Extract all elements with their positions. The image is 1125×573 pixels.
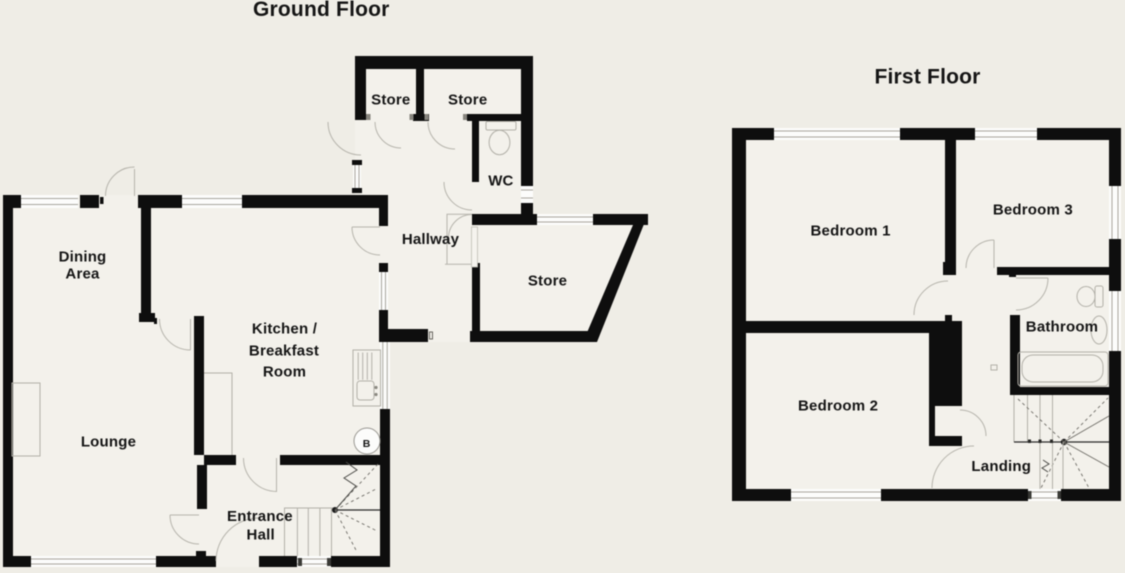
svg-text:Store: Store [371, 92, 410, 109]
svg-text:First Floor: First Floor [875, 66, 981, 89]
svg-text:Entrance: Entrance [227, 508, 293, 525]
svg-text:Store: Store [448, 92, 487, 109]
svg-text:Breakfast: Breakfast [249, 343, 319, 360]
svg-text:Bedroom 3: Bedroom 3 [993, 202, 1073, 219]
svg-text:Dining: Dining [59, 249, 107, 266]
svg-text:Store: Store [528, 273, 567, 290]
svg-text:Bedroom 1: Bedroom 1 [811, 223, 891, 240]
svg-text:B: B [363, 438, 371, 450]
svg-text:Bathroom: Bathroom [1026, 319, 1098, 336]
svg-text:Area: Area [65, 266, 100, 283]
svg-text:Hallway: Hallway [402, 231, 460, 248]
svg-text:Lounge: Lounge [81, 433, 136, 450]
svg-text:Landing: Landing [971, 458, 1031, 475]
svg-text:WC: WC [488, 173, 513, 190]
svg-text:Room: Room [263, 364, 306, 381]
svg-text:Hall: Hall [247, 527, 275, 544]
svg-text:Ground Floor: Ground Floor [253, 0, 390, 21]
svg-text:Kitchen /: Kitchen / [252, 321, 318, 338]
svg-text:Bedroom 2: Bedroom 2 [798, 398, 878, 415]
